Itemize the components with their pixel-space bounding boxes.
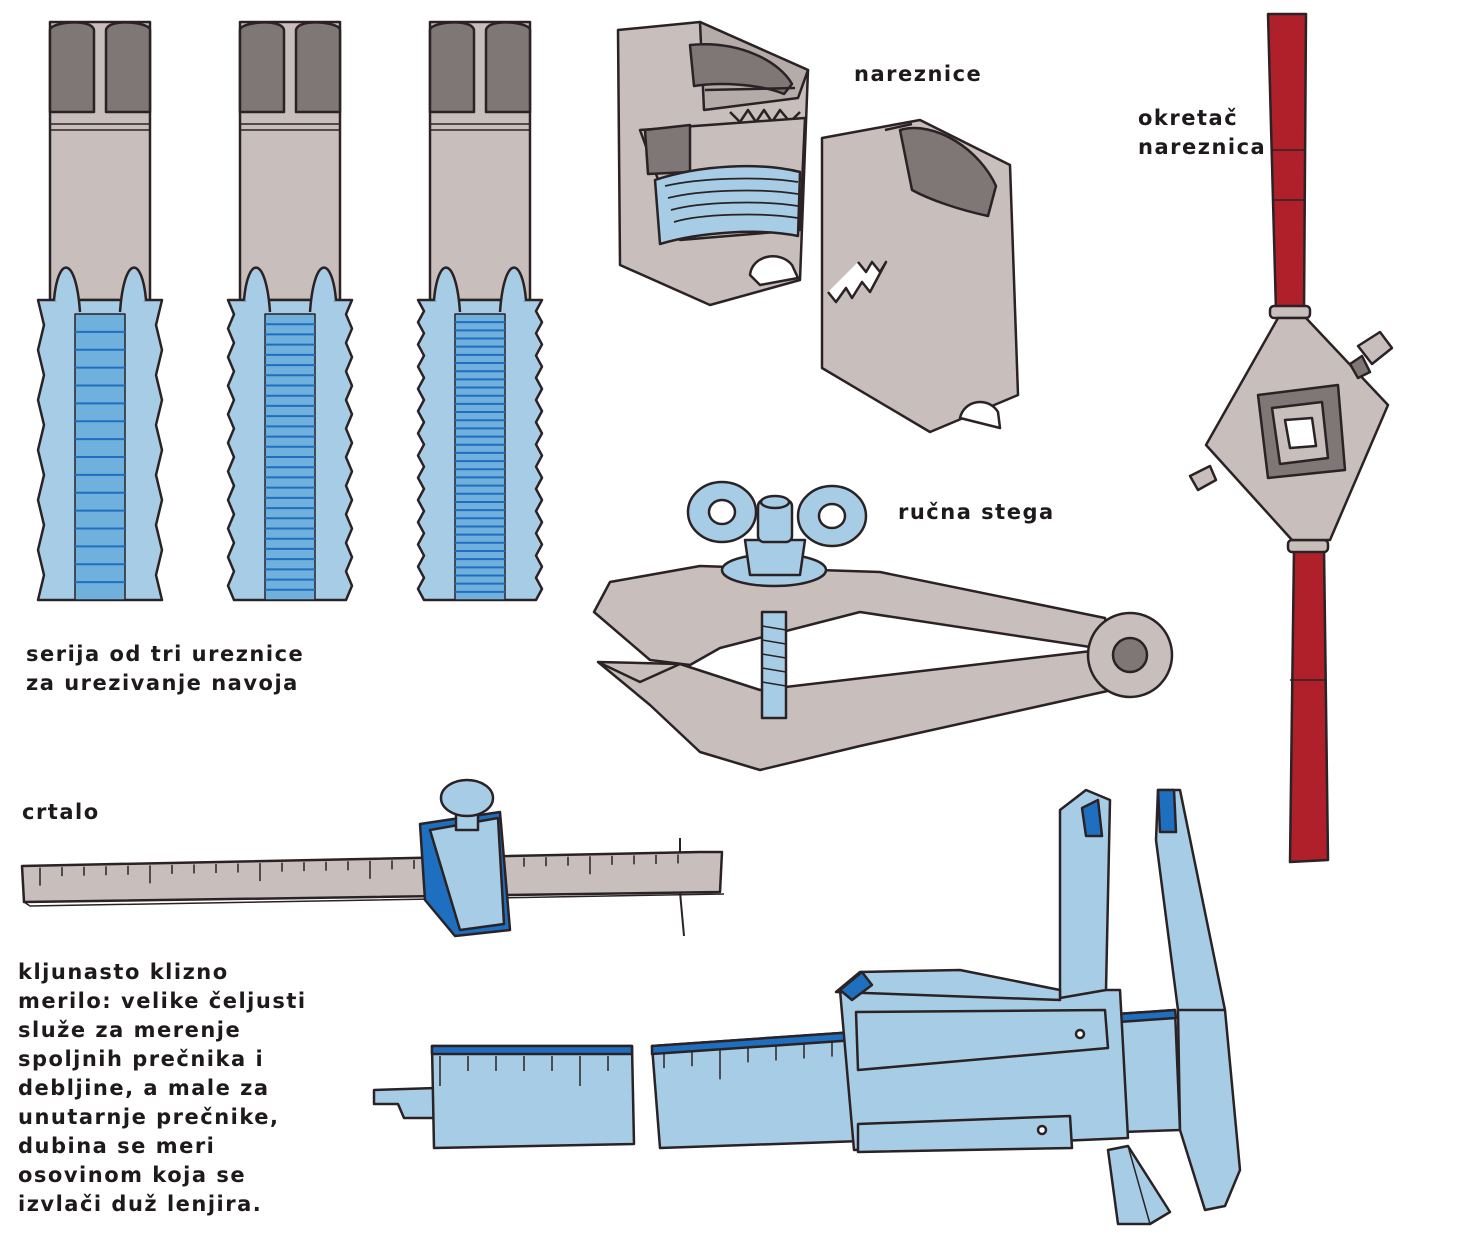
scriber-label: crtalo [22,800,100,824]
hand-vise-label: ručna stega [898,500,1055,524]
hand-vise-icon [592,480,1174,772]
dies-label: nareznice [854,62,983,86]
die-stock-icon [1188,12,1394,864]
taps-group [36,20,544,602]
tap-icon [36,20,164,602]
scriber-icon [20,778,725,938]
tap-icon [226,20,354,602]
die-block-icon [616,20,1020,434]
tap-icon [416,20,544,602]
caliper-icon [372,788,1242,1226]
die-stock-label: okretač nareznica [1138,106,1267,159]
caliper-caption: kljunasto klizno merilo: velike čeljusti… [18,960,307,1216]
taps-caption: serija od tri ureznice za urezivanje nav… [26,642,305,695]
